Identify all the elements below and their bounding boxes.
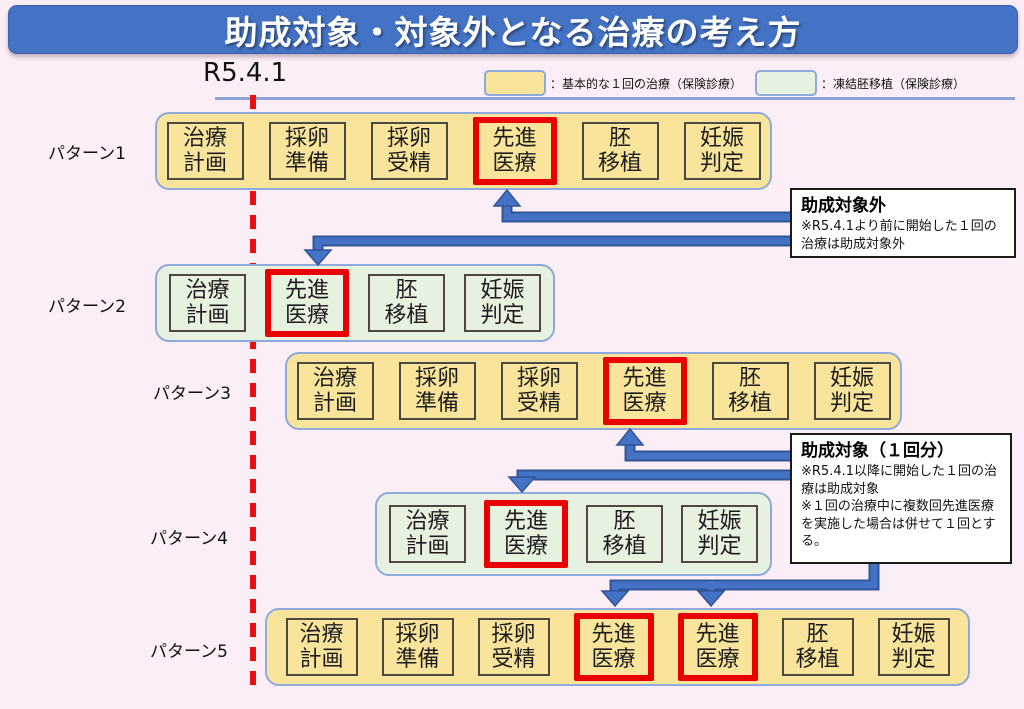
callout-included-body: ※R5.4.1以降に開始した１回の治療は助成対象 ※１回の治療中に複数回先進医療… bbox=[801, 464, 998, 550]
legend-item-frozen: ：凍結胚移植（保険診療） bbox=[755, 70, 965, 96]
page-title: 助成対象・対象外となる治療の考え方 bbox=[224, 12, 802, 52]
legend-swatch-basic bbox=[484, 70, 546, 96]
step-pregnancy-test: 妊娠 判定 bbox=[813, 362, 891, 420]
callout-excluded: 助成対象外 ※R5.4.1より前に開始した１回の治療は助成対象外 bbox=[790, 188, 1016, 258]
step-embryo-transfer: 胚 移植 bbox=[781, 618, 854, 676]
step-advanced-care-highlighted: 先進 医療 bbox=[484, 500, 568, 568]
pattern5-row: 治療 計画 採卵 準備 採卵 受精 先進 医療 先進 医療 胚 移植 妊娠 判定 bbox=[265, 608, 970, 686]
callout-excluded-title: 助成対象外 bbox=[801, 196, 886, 216]
step-egg-fertilization: 採卵 受精 bbox=[477, 618, 550, 676]
legend-label-frozen: ：凍結胚移植（保険診療） bbox=[821, 76, 966, 91]
step-pregnancy-test: 妊娠 判定 bbox=[683, 122, 761, 180]
step-egg-prep: 採卵 準備 bbox=[268, 122, 346, 180]
step-pregnancy-test: 妊娠 判定 bbox=[681, 505, 758, 563]
step-advanced-care-highlighted: 先進 医療 bbox=[472, 117, 557, 185]
step-advanced-care-highlighted: 先進 医療 bbox=[265, 269, 349, 337]
callout-excluded-body: ※R5.4.1より前に開始した１回の治療は助成対象外 bbox=[801, 219, 997, 252]
pattern4-label: パターン4 bbox=[150, 529, 228, 549]
pattern5-label: パターン5 bbox=[150, 642, 228, 662]
arrow-excluded-to-pattern2 bbox=[303, 235, 792, 267]
step-embryo-transfer: 胚 移植 bbox=[586, 505, 663, 563]
step-advanced-care-highlighted: 先進 医療 bbox=[602, 357, 687, 425]
step-treatment-plan: 治療 計画 bbox=[169, 274, 246, 332]
timeline-line bbox=[215, 97, 1015, 100]
step-pregnancy-test: 妊娠 判定 bbox=[464, 274, 541, 332]
step-advanced-care-highlighted-2: 先進 医療 bbox=[677, 613, 758, 681]
step-embryo-transfer: 胚 移植 bbox=[368, 274, 445, 332]
step-advanced-care-highlighted-1: 先進 医療 bbox=[573, 613, 654, 681]
callout-included-title: 助成対象（１回分） bbox=[801, 441, 954, 461]
step-treatment-plan: 治療 計画 bbox=[166, 122, 244, 180]
step-egg-fertilization: 採卵 受精 bbox=[500, 362, 578, 420]
date-label: R5.4.1 bbox=[203, 58, 288, 88]
step-treatment-plan: 治療 計画 bbox=[389, 505, 466, 563]
step-egg-prep: 採卵 準備 bbox=[398, 362, 476, 420]
legend-item-basic: ：基本的な１回の治療（保険診療） bbox=[484, 70, 742, 96]
legend-swatch-frozen bbox=[755, 70, 817, 96]
title-bar: 助成対象・対象外となる治療の考え方 bbox=[8, 5, 1018, 54]
step-embryo-transfer: 胚 移植 bbox=[581, 122, 659, 180]
step-egg-fertilization: 採卵 受精 bbox=[370, 122, 448, 180]
step-egg-prep: 採卵 準備 bbox=[381, 618, 454, 676]
pattern2-label: パターン2 bbox=[48, 297, 126, 317]
pattern4-row: 治療 計画 先進 医療 胚 移植 妊娠 判定 bbox=[375, 492, 772, 576]
pattern3-row: 治療 計画 採卵 準備 採卵 受精 先進 医療 胚 移植 妊娠 判定 bbox=[285, 352, 902, 430]
step-treatment-plan: 治療 計画 bbox=[296, 362, 374, 420]
step-embryo-transfer: 胚 移植 bbox=[711, 362, 789, 420]
arrow-included-to-pattern3 bbox=[615, 427, 792, 462]
pattern2-row: 治療 計画 先進 医療 胚 移植 妊娠 判定 bbox=[155, 264, 555, 342]
legend-label-basic: ：基本的な１回の治療（保険診療） bbox=[550, 76, 743, 91]
step-pregnancy-test: 妊娠 判定 bbox=[877, 618, 950, 676]
date-cutoff-dashed-line bbox=[250, 95, 256, 692]
pattern1-row: 治療 計画 採卵 準備 採卵 受精 先進 医療 胚 移植 妊娠 判定 bbox=[155, 112, 772, 190]
pattern3-label: パターン3 bbox=[153, 384, 231, 404]
callout-included: 助成対象（１回分） ※R5.4.1以降に開始した１回の治療は助成対象 ※１回の治… bbox=[790, 433, 1012, 564]
arrow-excluded-to-pattern1 bbox=[492, 188, 792, 223]
step-treatment-plan: 治療 計画 bbox=[285, 618, 358, 676]
pattern1-label: パターン1 bbox=[48, 144, 126, 164]
arrow-included-to-pattern4 bbox=[507, 469, 792, 494]
